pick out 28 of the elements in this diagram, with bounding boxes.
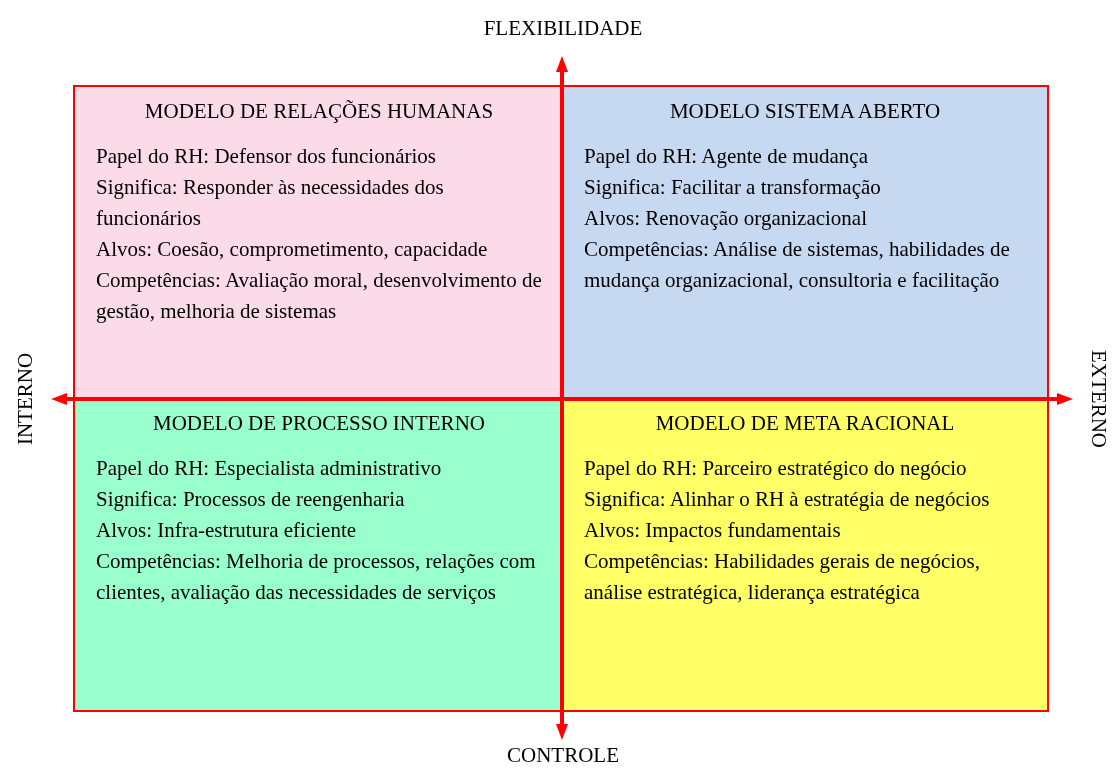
- quadrant-text: Significa: Processos de reengenharia: [96, 486, 406, 513]
- quadrant-panel: [563, 399, 1047, 710]
- quadrant-heading: MODELO DE PROCESSO INTERNO: [152, 410, 486, 437]
- quadrant-heading: MODELO DE RELAÇÕES HUMANAS: [143, 98, 495, 125]
- quadrant-text: Papel do RH: Agente de mudança: [584, 143, 869, 170]
- quadrant-text: Significa: Facilitar a transformação: [584, 174, 882, 201]
- quadrant-text: Alvos: Infra-estrutura eficiente: [96, 517, 358, 544]
- quadrant-text: Alvos: Coesão, comprometimento, capacidade: [96, 236, 489, 263]
- quadrant-panel: [75, 399, 563, 710]
- quadrant-text: Competências: Avaliação moral, desenvolvimento de gestão, melhoria de sistemas: [96, 267, 543, 325]
- quadrant-text: Competências: Habilidades gerais de negócios, análise estratégica, liderança estratégica: [584, 548, 981, 606]
- quadrant-panel: [563, 87, 1047, 399]
- quadrant-text: Alvos: Impactos fundamentais: [584, 517, 842, 544]
- quadrant-text: Competências: Análise de sistemas, habilidades de mudança organizacional, consultoria e facilitação: [584, 236, 1011, 294]
- axis-label: INTERNO: [13, 352, 37, 446]
- quadrant-heading: MODELO DE META RACIONAL: [654, 410, 956, 437]
- quadrant-text: Significa: Responder às necessidades dos funcionários: [96, 174, 445, 232]
- quadrant-text: Papel do RH: Parceiro estratégico do negócio: [584, 455, 968, 482]
- quadrant-text: Papel do RH: Especialista administrativo: [96, 455, 443, 482]
- quadrant-text: Competências: Melhoria de processos, relações com clientes, avaliação das necessidades de serviços: [96, 548, 537, 606]
- quadrant-text: Significa: Alinhar o RH à estratégia de negócios: [584, 486, 991, 513]
- quadrant-panel: [75, 87, 563, 399]
- axis-label: FLEXIBILIDADE: [483, 16, 643, 40]
- quadrant-text: Alvos: Renovação organizacional: [584, 205, 869, 232]
- quadrant-heading: MODELO SISTEMA ABERTO: [668, 98, 942, 125]
- axis-label: EXTERNO: [1087, 350, 1111, 448]
- axis-label: CONTROLE: [507, 743, 619, 767]
- quadrant-text: Papel do RH: Defensor dos funcionários: [96, 143, 438, 170]
